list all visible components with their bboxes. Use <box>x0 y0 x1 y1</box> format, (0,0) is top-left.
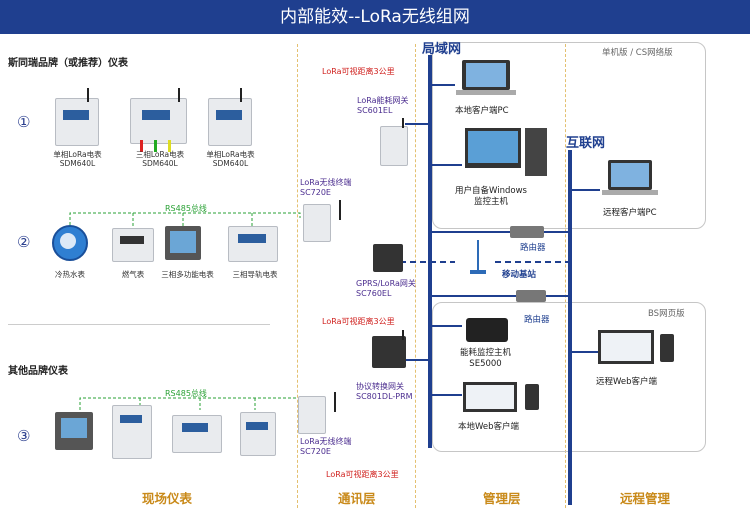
web-client-icon <box>463 382 543 418</box>
lora-range-label: LoRa可视距离3公里 <box>322 317 395 326</box>
protocol-gateway-icon <box>372 330 408 370</box>
device-label: 三相LoRa电表 SDM640L <box>135 150 185 169</box>
row-number-2: ② <box>17 233 31 251</box>
three-phase-meter-icon <box>130 88 190 152</box>
layer-divider <box>415 44 416 508</box>
gas-meter-icon <box>112 226 154 262</box>
rs485-label: RS485总线 <box>165 204 207 213</box>
workstation-icon <box>465 128 550 180</box>
device-label: 单相LoRa电表 SDM640L <box>206 150 255 169</box>
layer-label: 管理层 <box>483 491 521 506</box>
row-number-1: ① <box>17 113 31 131</box>
protocol-gateway-label: 协议转换网关 SC801DL-PRM <box>356 382 413 401</box>
lora-terminal-label: LoRa无线终端 SC720E <box>300 437 352 456</box>
bs-label: BS网页版 <box>648 309 685 319</box>
device-label: 燃气表 <box>121 270 145 279</box>
web-client-icon <box>598 330 678 370</box>
single-phase-meter-icon <box>55 88 100 146</box>
local-web-label: 本地Web客户端 <box>458 422 520 432</box>
lora-gateway-icon <box>380 118 410 166</box>
rs485-label: RS485总线 <box>165 389 207 398</box>
three-phase-meter-icon <box>172 415 222 453</box>
layer-label: 远程管理 <box>620 491 671 506</box>
lora-terminal-icon <box>298 392 343 437</box>
layer-divider <box>297 44 298 508</box>
laptop-icon <box>456 60 516 100</box>
layer-label: 通讯层 <box>338 491 376 506</box>
energy-host-icon <box>466 318 508 342</box>
internet-label: 互联网 <box>566 136 606 151</box>
energy-host-label: 能耗监控主机 SE5000 <box>460 348 512 370</box>
local-pc-label: 本地客户端PC <box>455 106 509 116</box>
standalone-label: 单机版 / CS网络版 <box>602 48 673 58</box>
device-label: 三相导轨电表 <box>232 270 278 279</box>
router-label: 路由器 <box>520 243 546 253</box>
base-station-label: 移动基站 <box>502 270 537 280</box>
energy-gateway-label: LoRa能耗网关 SC601EL <box>357 96 409 115</box>
remote-pc-label: 远程客户端PC <box>603 208 657 218</box>
user-host-label: 用户自备Windows 监控主机 <box>455 186 527 208</box>
router-icon <box>510 226 544 238</box>
multifunction-meter-icon <box>165 226 203 262</box>
brand-section-title: 斯同瑞品牌（或推荐）仪表 <box>8 58 128 69</box>
lan-label: 局域网 <box>422 42 462 57</box>
device-label: 单相LoRa电表 SDM640L <box>53 150 102 169</box>
laptop-icon <box>602 160 658 200</box>
page-title: 内部能效--LoRa无线组网 <box>0 0 750 34</box>
din-rail-meter-icon <box>228 226 278 262</box>
router-label: 路由器 <box>524 315 550 325</box>
lora-terminal-label: LoRa无线终端 SC720E <box>300 178 352 197</box>
lora-terminal-icon <box>303 200 348 245</box>
device-label: 三相多功能电表 <box>161 270 214 279</box>
lora-range-label: LoRa可视距离3公里 <box>322 67 395 76</box>
single-phase-meter-icon <box>240 412 276 457</box>
remote-web-label: 远程Web客户端 <box>596 377 658 387</box>
water-meter-icon <box>48 225 90 265</box>
base-station-icon <box>466 240 490 276</box>
gprs-gateway-label: GPRS/LoRa网关 SC760EL <box>356 279 416 298</box>
other-section-title: 其他品牌仪表 <box>8 366 68 377</box>
lora-range-label: LoRa可视距离3公里 <box>326 470 399 479</box>
layer-label: 现场仪表 <box>142 491 193 506</box>
section-divider <box>8 324 270 325</box>
gprs-gateway-icon <box>373 240 405 275</box>
layer-divider <box>565 44 566 508</box>
panel-meter-icon <box>55 412 95 452</box>
row-number-3: ③ <box>17 427 31 445</box>
device-label: 冷热水表 <box>55 270 85 279</box>
prepaid-meter-icon <box>112 405 152 460</box>
single-phase-meter-icon <box>208 88 253 146</box>
router-icon <box>516 290 546 302</box>
